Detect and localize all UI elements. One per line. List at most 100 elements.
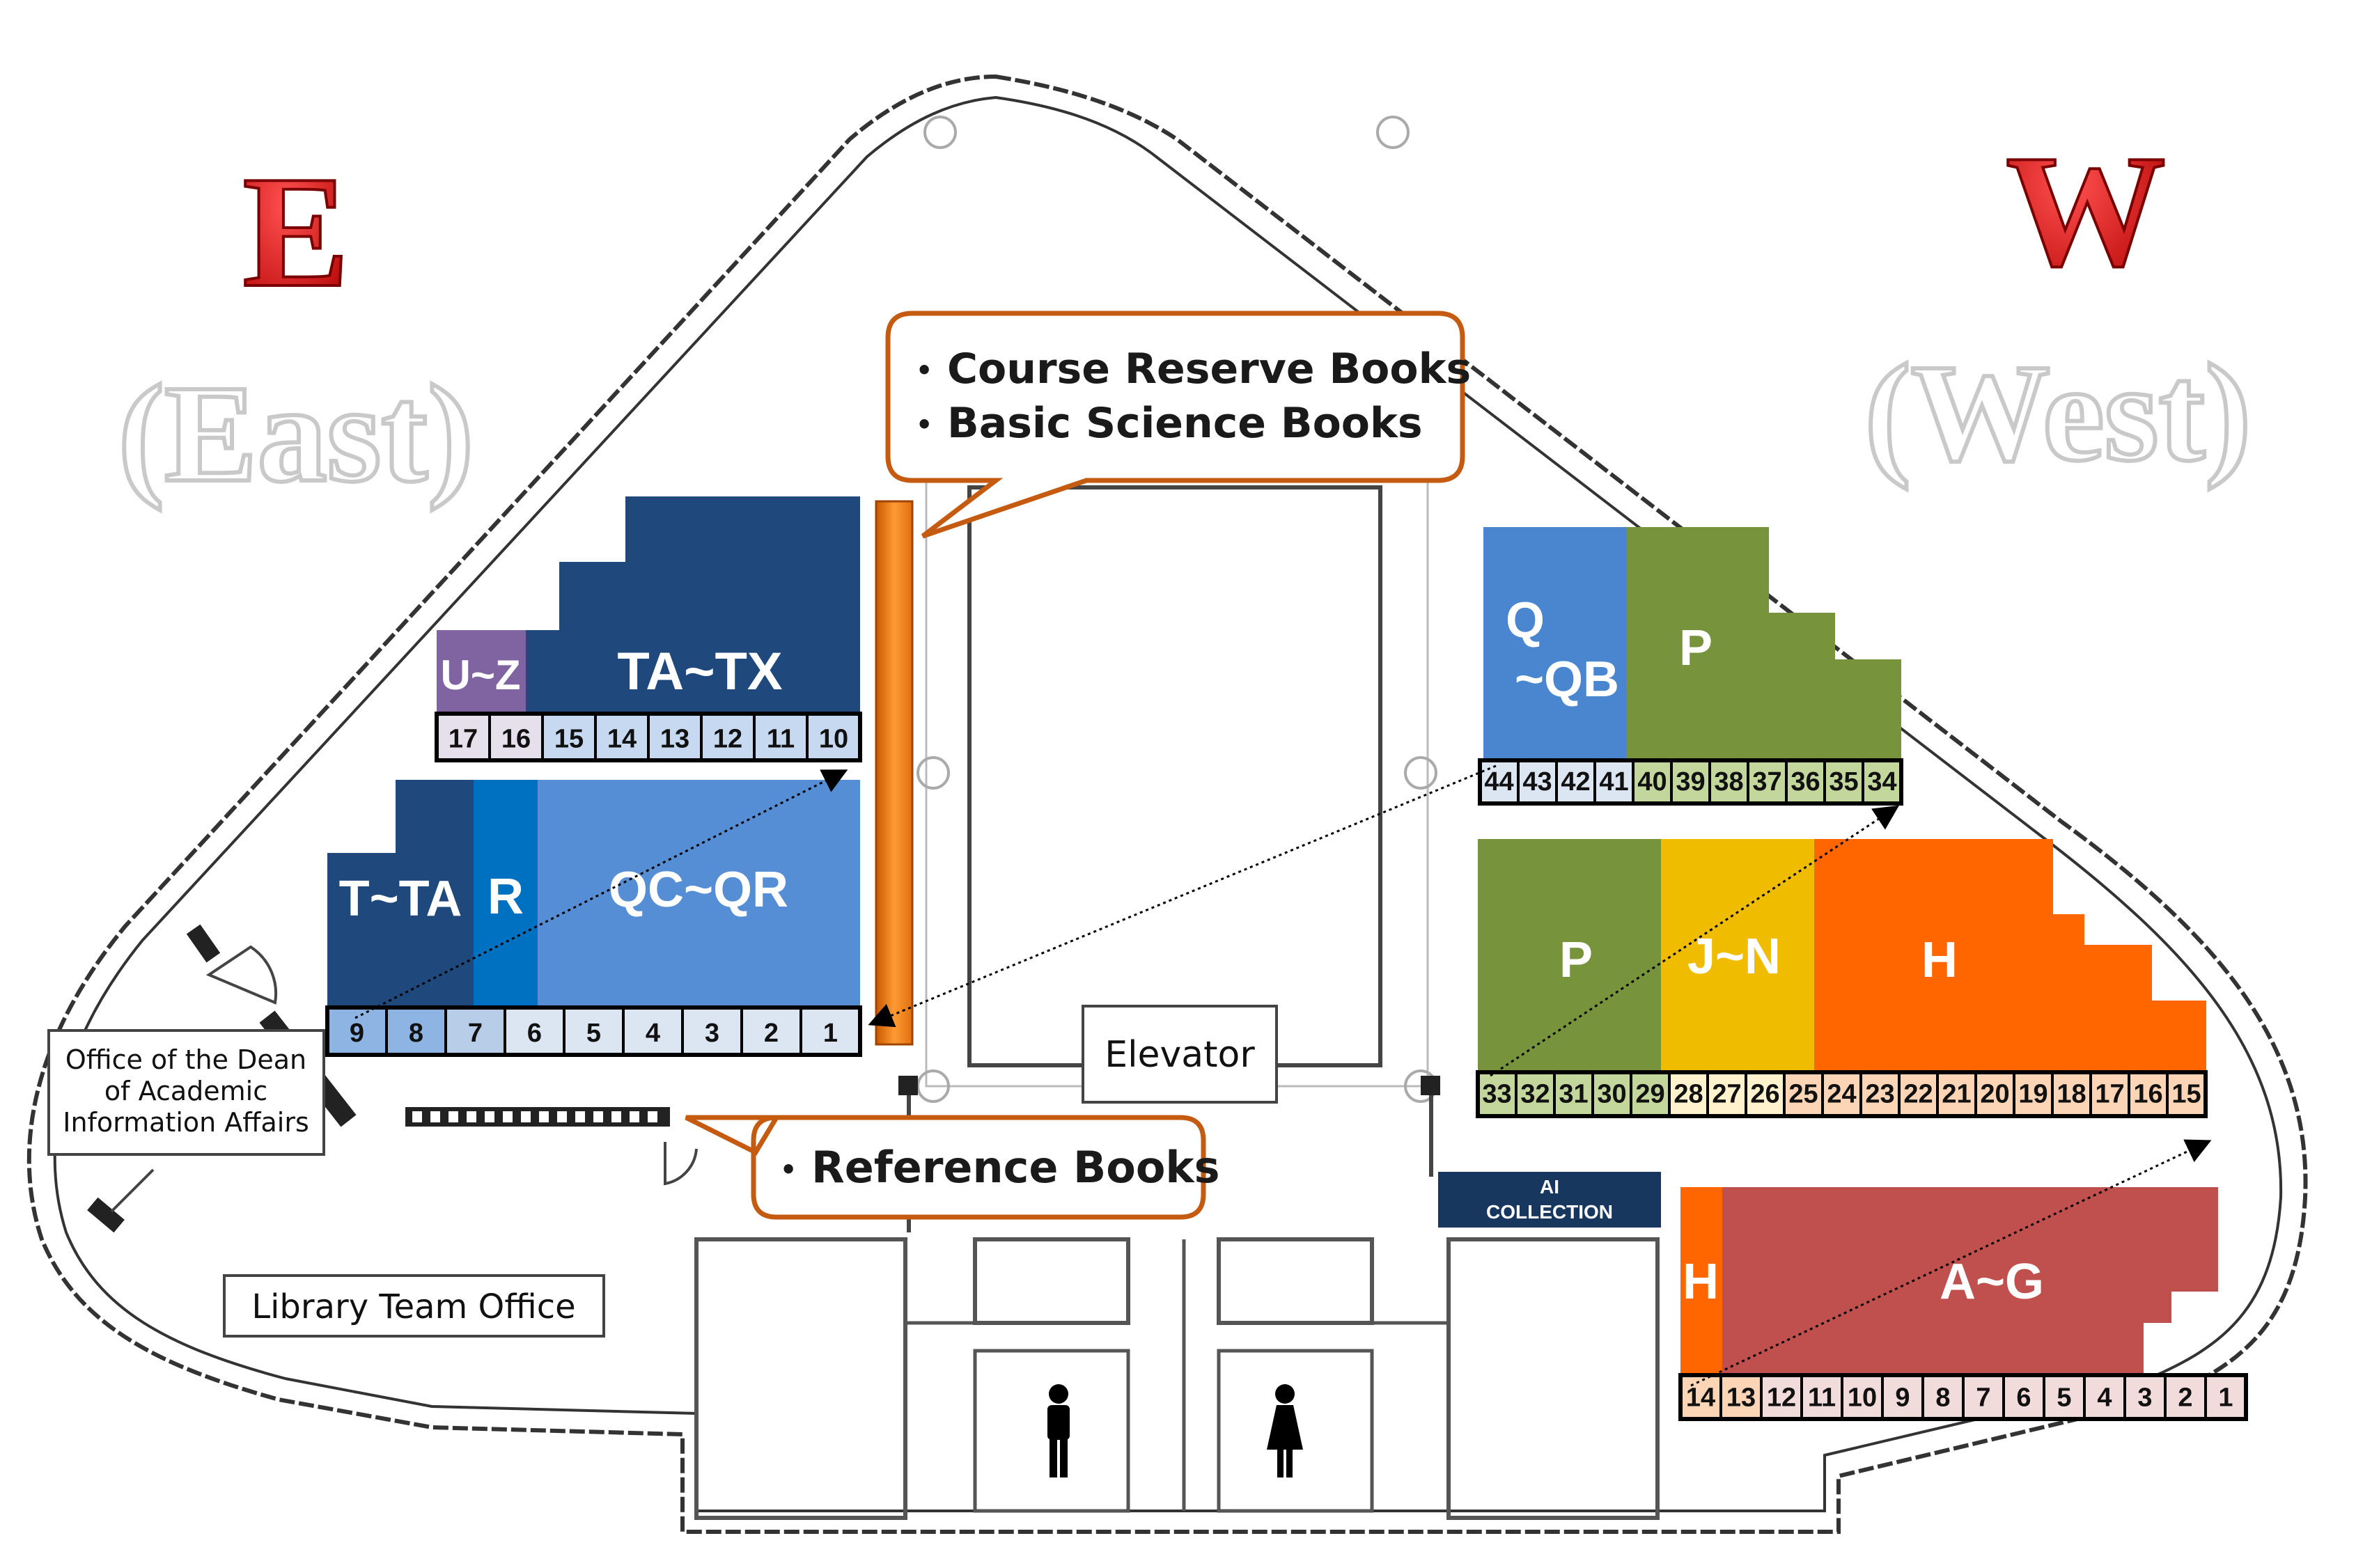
shelf-number: 43	[1522, 767, 1552, 797]
shelf-row-border	[1476, 1070, 2208, 1118]
p-upper-area	[1626, 527, 1901, 759]
shelf-number: 11	[767, 725, 795, 754]
t-ta-area	[327, 780, 474, 1008]
bullet-3: •	[780, 1154, 797, 1185]
shelf-cell	[1719, 1374, 1763, 1420]
shelf-number: 44	[1484, 767, 1513, 797]
shelf-number: 3	[2137, 1383, 2152, 1412]
shelf-row-border	[325, 1005, 862, 1057]
library-team-label: Library Team Office	[251, 1287, 575, 1326]
h-mid-label: H	[1921, 932, 1958, 988]
shelf-number: 7	[468, 1019, 483, 1048]
shelf-number: 5	[586, 1019, 601, 1048]
p-lower-label: P	[1559, 932, 1593, 988]
shelf-number: 15	[554, 725, 584, 754]
shelf-number: 19	[2018, 1080, 2047, 1109]
p-lower-area	[1478, 839, 1661, 1071]
shelf-number: 4	[646, 1019, 660, 1048]
elevator-label: Elevator	[1105, 1034, 1255, 1076]
shelf-cell	[1479, 759, 1520, 805]
shelf-number: 9	[1895, 1383, 1910, 1412]
reference-label: Reference Books	[811, 1142, 1220, 1193]
h-low-label: H	[1683, 1254, 1719, 1310]
dean-office-line1: Office of the Dean	[65, 1044, 306, 1075]
shelf-number: 16	[2133, 1080, 2162, 1109]
bullet-1: •	[916, 355, 933, 386]
shelf-number: 2	[2178, 1383, 2192, 1412]
shelf-cell	[594, 712, 650, 762]
ta-tx-label: TA~TX	[617, 642, 782, 701]
shelf-number: 5	[2057, 1383, 2071, 1412]
dean-office-line2: of Academic	[104, 1076, 267, 1106]
shelf-number: 25	[1788, 1080, 1818, 1109]
j-n-label: J~N	[1687, 929, 1781, 985]
shelf-number: 21	[1942, 1080, 1971, 1109]
east-direction: E (East)	[116, 141, 476, 513]
shelf-number: 13	[660, 725, 689, 754]
shelf-number: 8	[409, 1019, 423, 1048]
course-reserve-callout: • Course Reserve Books • Basic Science B…	[885, 311, 1471, 539]
shelf-number: 2	[764, 1019, 779, 1048]
shelf-cell	[1859, 1071, 1901, 1118]
library-team-office-box: Library Team Office	[223, 1274, 605, 1338]
shelf-number: 4	[2097, 1383, 2112, 1412]
course-reserve-label: Course Reserve Books	[947, 345, 1471, 393]
shelf-number: 8	[1935, 1383, 1950, 1412]
shelf-number: 12	[1767, 1383, 1796, 1412]
bullet-2: •	[916, 409, 933, 440]
shelf-number: 13	[1726, 1383, 1756, 1412]
shelf-number: 20	[1980, 1080, 2009, 1109]
restroom-men-icon	[1047, 1384, 1070, 1477]
shelf-number: 31	[1559, 1080, 1588, 1109]
r-area	[474, 780, 538, 1008]
shelf-number: 11	[1808, 1383, 1836, 1412]
shelf-number: 38	[1714, 767, 1743, 797]
shelf-number: 10	[1848, 1383, 1877, 1412]
qc-qr-area	[538, 780, 860, 1008]
shelf-number: 34	[1867, 767, 1896, 797]
shelf-number: 39	[1676, 767, 1705, 797]
q-label-line1: Q	[1506, 593, 1545, 648]
shelf-number: 6	[2016, 1383, 2031, 1412]
p-upper-label: P	[1679, 620, 1713, 676]
shelf-number: 42	[1561, 767, 1590, 797]
shelf-number: 29	[1635, 1080, 1664, 1109]
west-direction: W (West)	[1862, 120, 2253, 492]
flow-arrows	[354, 765, 2212, 1387]
q-label-line2: ~QB	[1515, 652, 1619, 707]
shelf-number: 33	[1482, 1080, 1511, 1109]
dean-office-line3: Information Affairs	[63, 1107, 309, 1138]
basic-science-label: Basic Science Books	[947, 399, 1423, 448]
u-z-area	[437, 630, 526, 714]
west-letter: W	[2006, 122, 2166, 299]
shelf-number: 32	[1520, 1080, 1550, 1109]
shelf-number: 37	[1752, 767, 1781, 797]
shelf-cell	[541, 712, 597, 762]
reference-callout: • Reference Books	[685, 1115, 1220, 1220]
shelf-row-border	[435, 712, 862, 762]
shelf-number: 18	[2057, 1080, 2086, 1109]
shelf-row-border	[1478, 758, 1903, 806]
shelf-number: 35	[1829, 767, 1858, 797]
east-label: (East)	[118, 357, 474, 511]
shelf-cell	[488, 712, 544, 762]
shelf-number: 41	[1599, 767, 1628, 797]
shelf-number: 30	[1597, 1080, 1626, 1109]
h-mid-area	[1814, 839, 2206, 1071]
west-label: (West)	[1864, 336, 2251, 490]
shelf-number: 17	[2095, 1080, 2124, 1109]
shelf-number: 6	[527, 1019, 542, 1048]
r-label: R	[487, 869, 524, 925]
shelf-number: 14	[607, 725, 637, 754]
shelf-number: 7	[1976, 1383, 1990, 1412]
east-letter: E	[242, 143, 349, 320]
a-g-area	[1722, 1187, 2218, 1374]
a-g-label: A~G	[1940, 1254, 2044, 1310]
elevator-box: Elevator	[1082, 1005, 1278, 1104]
